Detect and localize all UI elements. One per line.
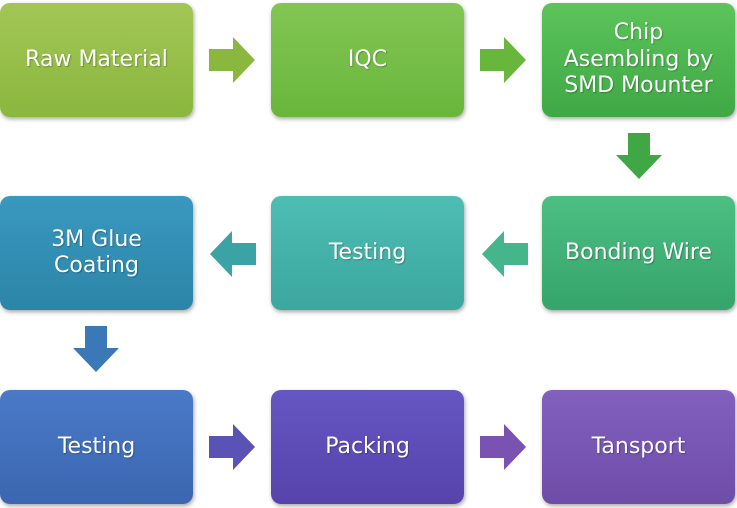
step-label: Testing (328, 239, 407, 265)
step-testing-1: Testing (271, 196, 464, 310)
step-glue-coating: 3M Glue Coating (0, 196, 193, 310)
step-iqc: IQC (271, 3, 464, 117)
step-bonding-wire: Bonding Wire (542, 196, 735, 310)
arrow-right-icon (209, 424, 255, 470)
step-chip-assembling: Chip Asembling by SMD Mounter (542, 3, 735, 117)
arrow-left-icon (210, 231, 256, 277)
step-label: IQC (347, 46, 388, 72)
step-label: Testing (57, 433, 136, 459)
step-label: Packing (325, 433, 410, 459)
step-transport: Tansport (542, 390, 735, 504)
step-packing: Packing (271, 390, 464, 504)
step-label: Bonding Wire (565, 239, 712, 265)
step-raw-material: Raw Material (0, 3, 193, 117)
step-label: Tansport (591, 433, 686, 459)
step-testing-2: Testing (0, 390, 193, 504)
step-label: Raw Material (25, 46, 168, 72)
arrow-right-icon (209, 37, 255, 83)
arrow-right-icon (480, 424, 526, 470)
step-label: 3M Glue Coating (51, 226, 142, 278)
step-label: Chip Asembling by SMD Mounter (563, 20, 714, 99)
arrow-down-icon (73, 326, 119, 372)
arrow-left-icon (482, 231, 528, 277)
arrow-right-icon (480, 37, 526, 83)
arrow-down-icon (616, 133, 662, 179)
